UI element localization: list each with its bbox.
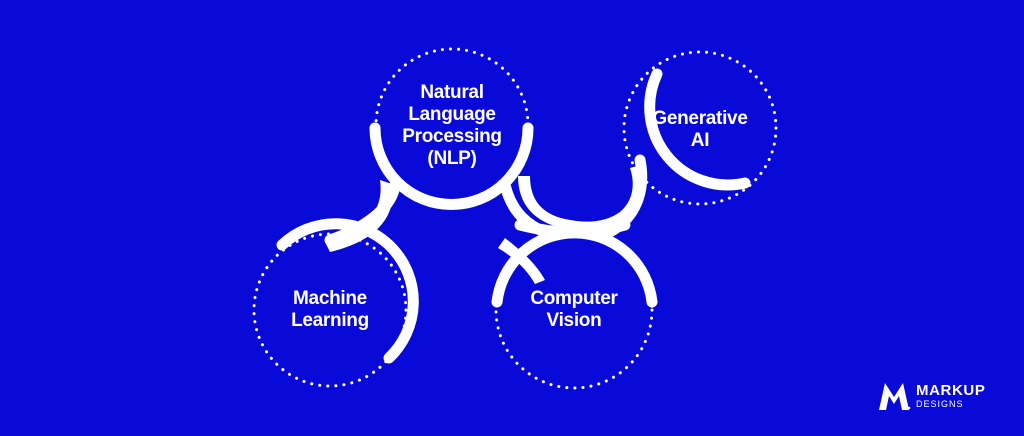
logo-wordmark: MARKUP DESIGNS <box>916 383 985 409</box>
logo-brand: MARKUP <box>916 382 986 399</box>
nlp-dotted-circle <box>374 47 530 203</box>
cv-dotted-circle <box>494 230 654 390</box>
connector-fill <box>325 165 643 284</box>
genai-dotted-circle <box>622 50 778 206</box>
markup-m-icon <box>879 383 911 411</box>
markup-logo: MARKUP DESIGNS <box>876 378 985 414</box>
node-machine-learning: Machine Learning <box>291 288 369 331</box>
joint-right <box>518 165 643 232</box>
node-computer-vision: Computer Vision <box>530 288 618 331</box>
dotted-outlines <box>252 47 778 390</box>
genai-solid-arc <box>644 68 751 191</box>
ml-dotted-circle <box>252 232 408 388</box>
nlp-solid-arc <box>369 122 534 210</box>
joint-cv <box>498 238 545 284</box>
node-nlp: Natural Language Processing (NLP) <box>402 82 502 169</box>
ml-solid-arc <box>276 218 419 364</box>
logo-sub: DESIGNS <box>916 399 964 409</box>
joint-left <box>325 180 393 252</box>
node-generative-ai: Generative AI <box>652 108 748 151</box>
